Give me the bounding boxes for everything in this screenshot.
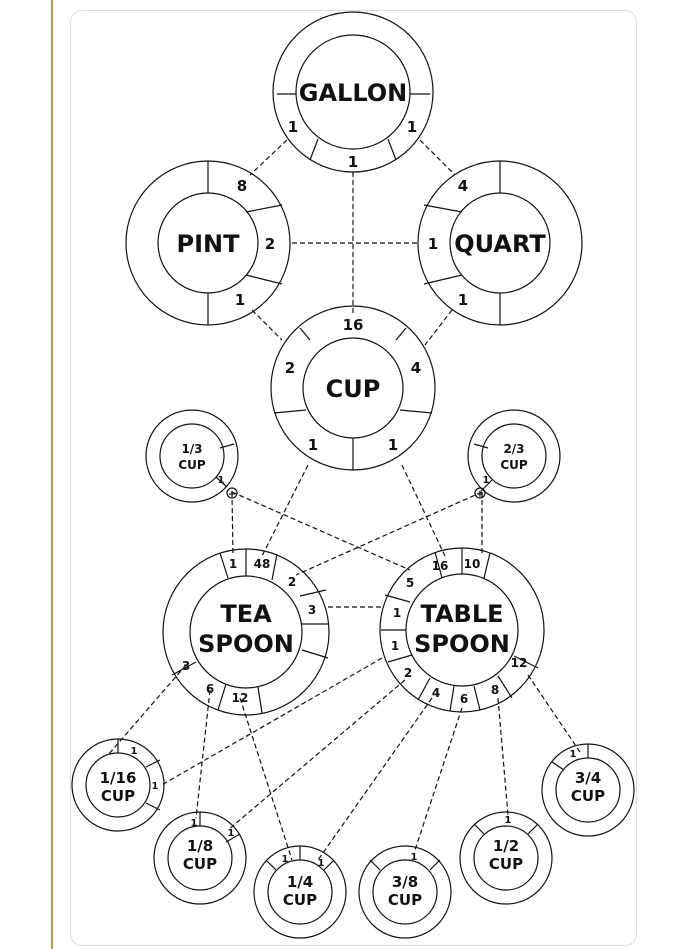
half-cup-label-1: 1/2 (493, 837, 519, 855)
cup-label: CUP (326, 375, 381, 403)
plus-marker-right (474, 487, 486, 499)
tbsp-seg-16: 16 (432, 559, 449, 573)
pint-label: PINT (177, 230, 241, 258)
tablespoon-label-2: SPOON (414, 630, 510, 658)
eighth-seg-a: 1 (191, 818, 198, 829)
tbsp-seg-8: 8 (491, 683, 499, 697)
teaspoon-label-2: SPOON (198, 630, 294, 658)
cup-circle (270, 305, 436, 471)
plus-mark-left: + (228, 489, 236, 500)
sixteenth-cup-label-2: CUP (101, 787, 135, 805)
quart-seg-top: 4 (458, 177, 468, 195)
three-quarters-cup-label-2: CUP (571, 787, 605, 805)
sixteenth-cup-circle (71, 738, 165, 832)
tbsp-seg-4: 4 (432, 686, 440, 700)
cup-seg-right: 4 (411, 359, 421, 377)
quarter-cup-label-1: 1/4 (287, 873, 313, 891)
quarter-cup-circle (253, 845, 347, 939)
gallon-seg-left: 1 (288, 118, 298, 136)
three-eighths-cup-label-1: 3/8 (392, 873, 418, 891)
tablespoon-circle (379, 547, 545, 713)
eighth-seg-b: 1 (228, 828, 235, 839)
gallon-label: GALLON (299, 79, 408, 107)
tsp-seg-2: 2 (288, 575, 296, 589)
quart-seg-left: 1 (428, 235, 438, 253)
cup-seg-bottom-right: 1 (388, 436, 398, 454)
tbsp-seg-10: 10 (464, 557, 481, 571)
tbsp-seg-2: 2 (404, 666, 412, 680)
half-seg-a: 1 (505, 815, 512, 826)
tbsp-seg-5: 5 (406, 576, 414, 590)
plus-marker-left (226, 487, 238, 499)
third-cup-label-1: 1/3 (181, 442, 202, 456)
tsp-seg-12: 12 (232, 691, 249, 705)
quart-label: QUART (454, 230, 546, 258)
eighth-cup-label-1: 1/8 (187, 837, 213, 855)
gallon-seg-bottom: 1 (348, 153, 358, 171)
plus-mark-right: + (476, 489, 484, 500)
three-eighths-seg-a: 1 (411, 852, 418, 863)
tbsp-seg-12: 12 (511, 656, 528, 670)
quart-circle (417, 160, 583, 326)
frame-border-line (51, 0, 53, 949)
quart-seg-bottom: 1 (458, 291, 468, 309)
tablespoon-label-1: TABLE (420, 600, 503, 628)
three-eighths-cup-circle (358, 845, 452, 939)
sixteenth-cup-label-1: 1/16 (100, 769, 137, 787)
gallon-circle (272, 11, 434, 173)
connector-lines (107, 139, 581, 861)
two-thirds-cup-label-2: CUP (500, 458, 528, 472)
teaspoon-circle (162, 548, 330, 716)
third-cup-label-2: CUP (178, 458, 206, 472)
tbsp-seg-6: 6 (460, 692, 468, 706)
tsp-seg-6: 6 (206, 682, 214, 696)
two-thirds-cup-seg: 1 (483, 475, 490, 486)
three-quarters-cup-label-1: 3/4 (575, 769, 601, 787)
tsp-seg-48: 48 (254, 557, 271, 571)
sixteenth-seg-a: 1 (131, 746, 138, 757)
three-quarters-seg-a: 1 (570, 749, 577, 760)
tsp-seg-3: 3 (308, 603, 316, 617)
two-thirds-cup-circle (467, 409, 561, 503)
quarter-cup-label-2: CUP (283, 891, 317, 909)
gallon-seg-right: 1 (407, 118, 417, 136)
three-quarters-cup-circle (541, 743, 635, 837)
tsp-seg-1: 1 (229, 557, 237, 571)
two-thirds-cup-label-1: 2/3 (503, 442, 524, 456)
quarter-seg-b: 1 (318, 858, 325, 869)
pint-seg-bottom: 1 (235, 291, 245, 309)
sixteenth-seg-b: 1 (152, 781, 159, 792)
cup-seg-bottom-left: 1 (308, 436, 318, 454)
half-cup-circle (459, 811, 553, 905)
pint-circle (125, 160, 291, 326)
tbsp-seg-1b: 1 (391, 639, 399, 653)
cup-seg-left: 2 (285, 359, 295, 377)
tbsp-seg-1a: 1 (393, 606, 401, 620)
tsp-seg-3b: 3 (182, 659, 190, 673)
teaspoon-label-1: TEA (220, 600, 272, 628)
pint-seg-top: 8 (237, 177, 247, 195)
three-eighths-cup-label-2: CUP (388, 891, 422, 909)
third-cup-seg: 1 (218, 475, 225, 486)
half-cup-label-2: CUP (489, 855, 523, 873)
cup-seg-top: 16 (343, 316, 364, 334)
third-cup-circle (145, 409, 239, 503)
eighth-cup-label-2: CUP (183, 855, 217, 873)
pint-seg-right: 2 (265, 235, 275, 253)
quarter-seg-a: 1 (282, 854, 289, 865)
eighth-cup-circle (153, 811, 247, 905)
